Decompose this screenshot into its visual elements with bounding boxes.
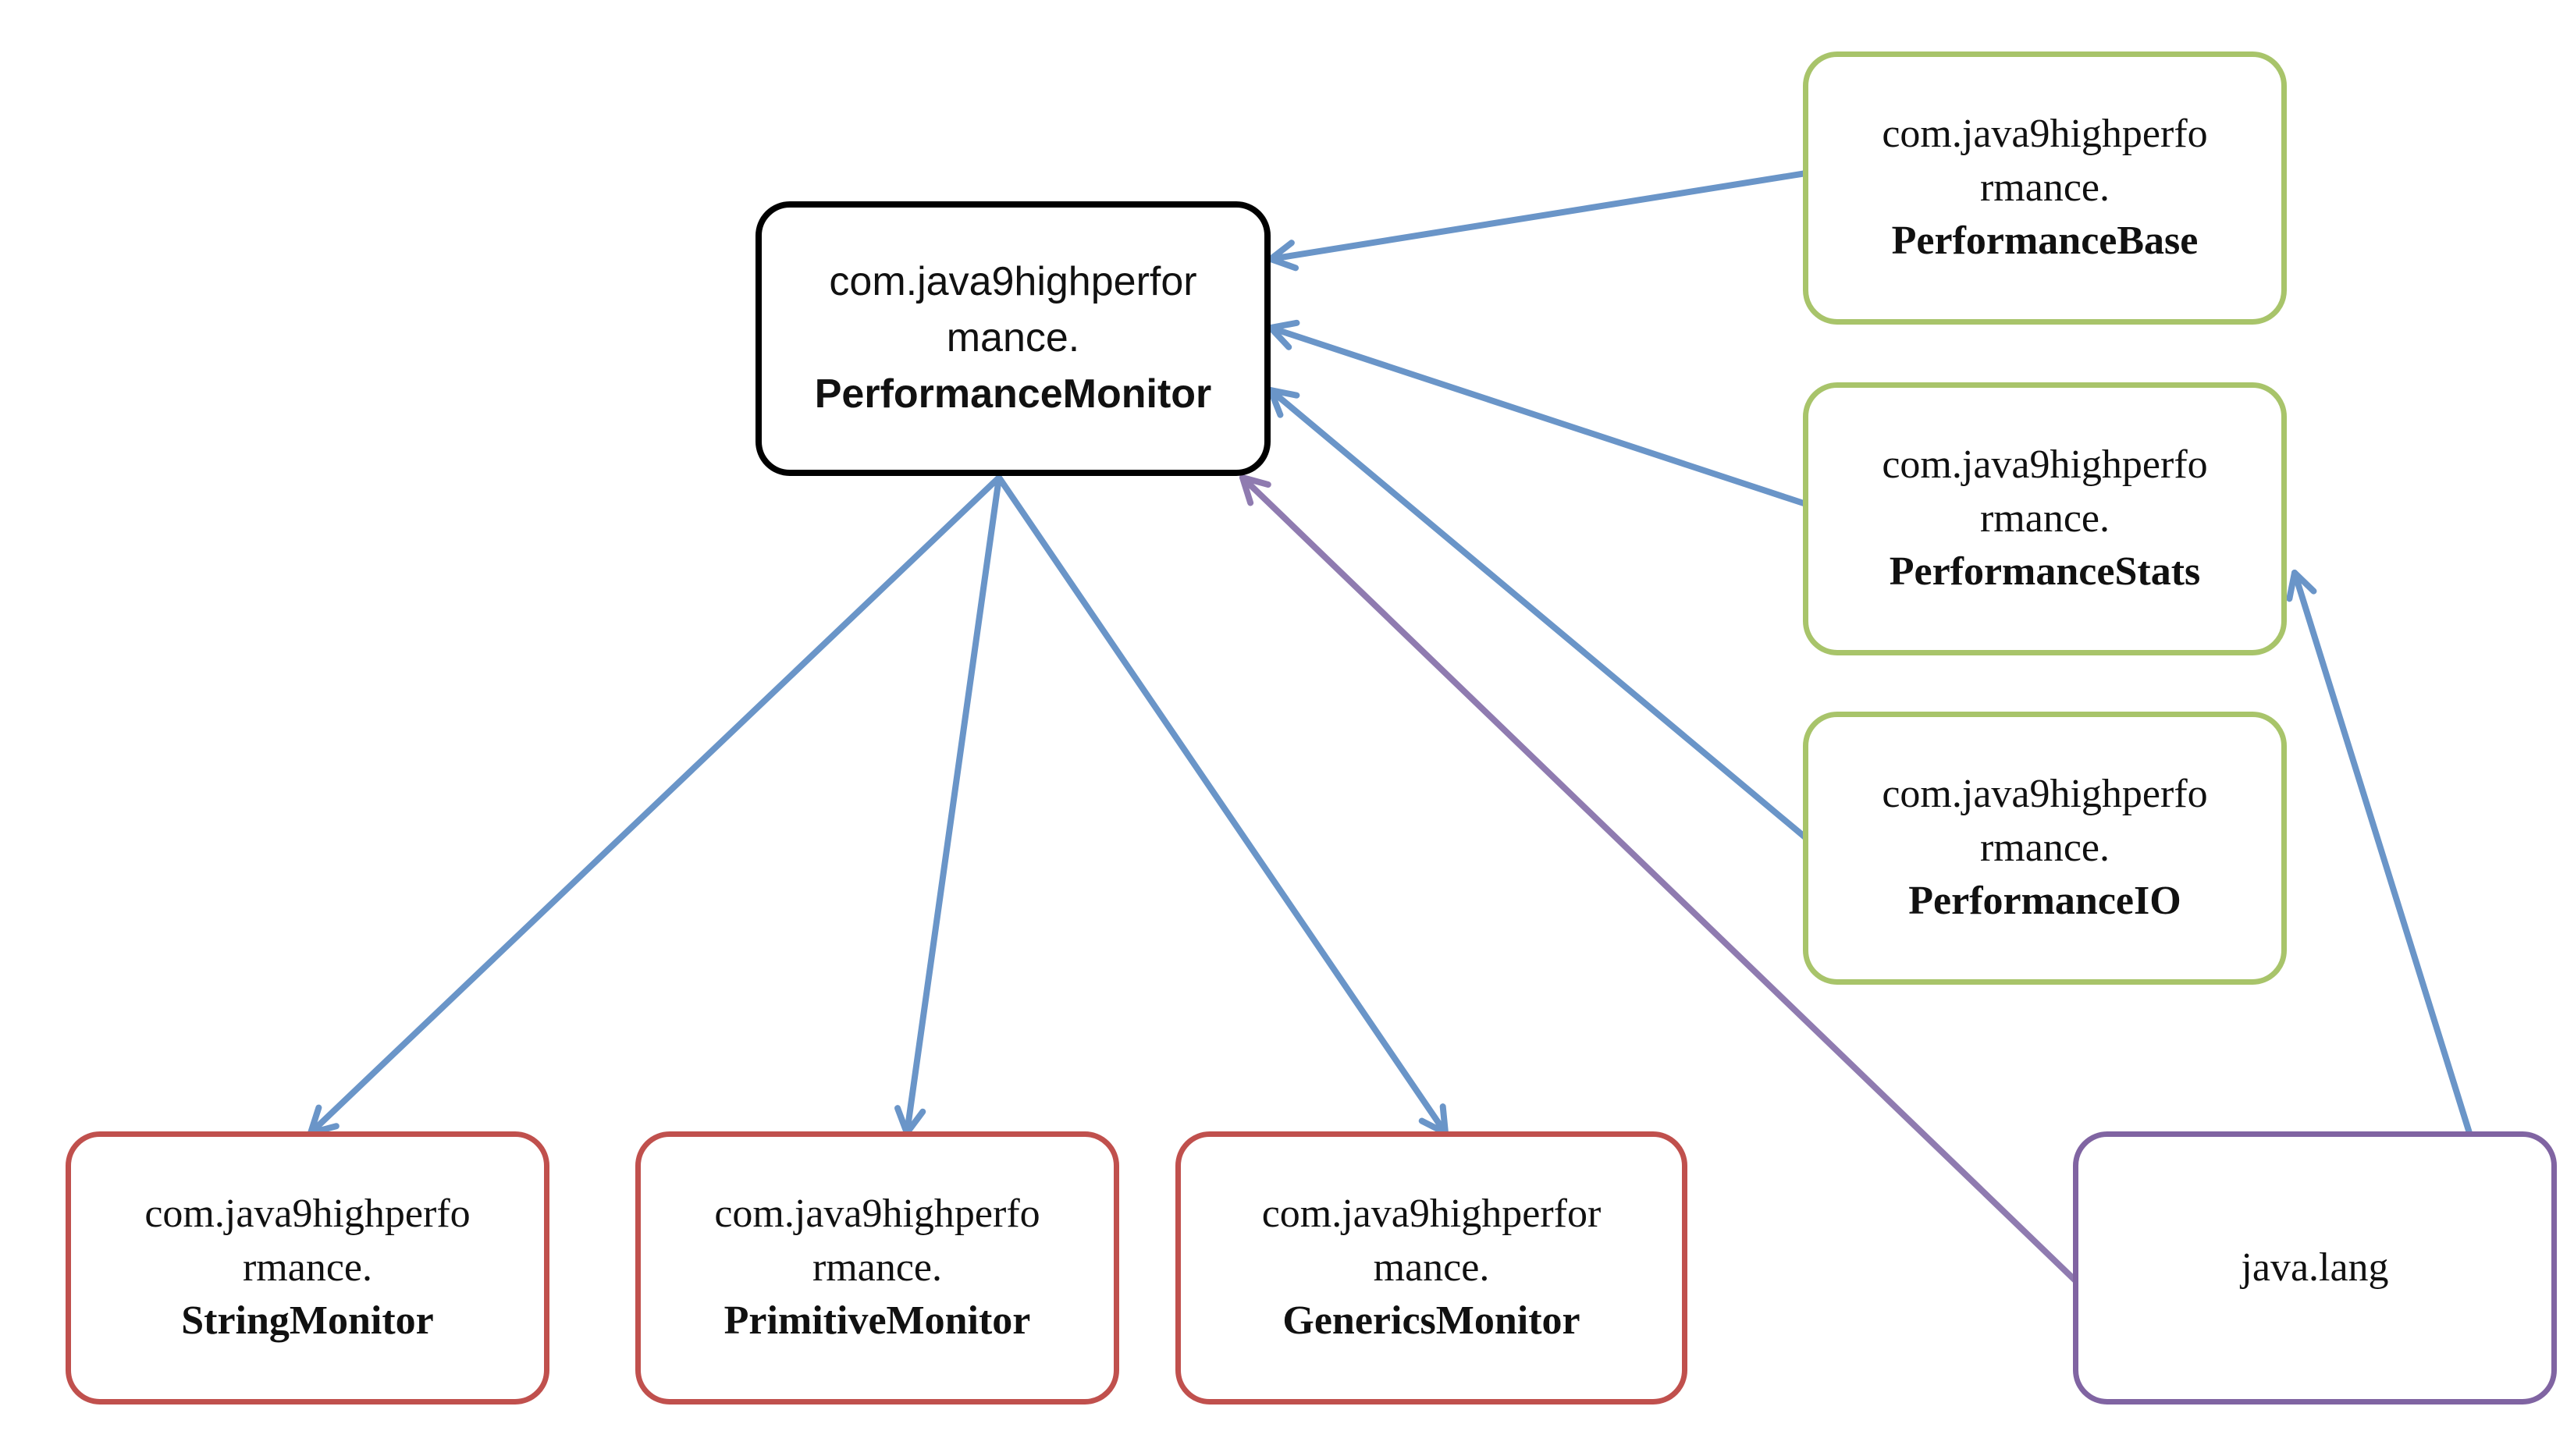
- node-module-name: GenericsMonitor: [1282, 1298, 1580, 1344]
- edge-line: [1267, 170, 1809, 262]
- node-package-line: mance.: [946, 315, 1080, 361]
- node-module-name: java.lang: [2241, 1245, 2389, 1290]
- node-package-line: com.java9highperfo: [1882, 772, 2208, 817]
- node-module-name: StringMonitor: [181, 1298, 434, 1344]
- node-package-line: com.java9highperfo: [1882, 442, 2208, 488]
- node-performance-io: com.java9highperfo rmance. PerformanceIO: [1803, 712, 2287, 985]
- node-primitive-monitor: com.java9highperfo rmance. PrimitiveMoni…: [635, 1131, 1119, 1405]
- edge-root-to-primitive: [894, 474, 1002, 1136]
- arrowhead-icon: [2286, 570, 2317, 602]
- node-package-line: com.java9highperfor: [1261, 1191, 1602, 1237]
- node-package-line: rmance.: [1979, 495, 2110, 541]
- edge-io-to-root: [1267, 387, 1809, 841]
- edge-line: [1267, 325, 1809, 507]
- node-package-line: com.java9highperfor: [829, 259, 1197, 305]
- edge-line: [1267, 387, 1809, 841]
- node-module-name: PerformanceIO: [1908, 879, 2181, 924]
- node-package-line: rmance.: [242, 1245, 372, 1290]
- node-generics-monitor: com.java9highperfor mance. GenericsMonit…: [1175, 1131, 1687, 1405]
- arrowhead-icon: [1267, 240, 1299, 272]
- node-java-lang: java.lang: [2073, 1131, 2557, 1405]
- node-module-name: PrimitiveMonitor: [723, 1298, 1031, 1344]
- edges-group: [308, 170, 2473, 1284]
- edge-line: [1239, 474, 2079, 1284]
- node-package-line: mance.: [1373, 1245, 1490, 1290]
- node-performance-monitor: com.java9highperfor mance. PerformanceMo…: [755, 201, 1271, 476]
- node-performance-base: com.java9highperfo rmance. PerformanceBa…: [1803, 51, 2287, 325]
- edge-root-to-generics: [996, 474, 1449, 1136]
- node-package-line: com.java9highperfo: [1882, 112, 2208, 157]
- node-package-line: rmance.: [1979, 825, 2110, 870]
- node-performance-stats: com.java9highperfo rmance. PerformanceSt…: [1803, 382, 2287, 655]
- node-package-line: com.java9highperfo: [144, 1191, 471, 1237]
- node-package-line: rmance.: [1979, 165, 2110, 210]
- node-module-name: PerformanceMonitor: [814, 371, 1212, 417]
- arrowhead-icon: [1267, 387, 1300, 418]
- edge-lang-to-root: [1239, 474, 2079, 1284]
- node-package-line: rmance.: [812, 1245, 942, 1290]
- node-string-monitor: com.java9highperfo rmance. StringMonitor: [66, 1131, 549, 1405]
- node-package-line: com.java9highperfo: [714, 1191, 1040, 1237]
- edge-line: [904, 474, 1002, 1136]
- node-module-name: PerformanceBase: [1891, 218, 2199, 264]
- edge-line: [2291, 570, 2473, 1136]
- arrowhead-icon: [1239, 474, 1271, 506]
- node-module-name: PerformanceStats: [1889, 549, 2201, 595]
- edge-root-to-string: [308, 474, 1002, 1136]
- edge-base-to-root: [1267, 170, 1809, 272]
- edge-lang-to-stats: [2286, 570, 2473, 1136]
- arrowhead-icon: [1267, 319, 1300, 350]
- edge-stats-to-root: [1267, 319, 1809, 507]
- edge-line: [996, 474, 1449, 1136]
- edge-line: [308, 474, 1002, 1136]
